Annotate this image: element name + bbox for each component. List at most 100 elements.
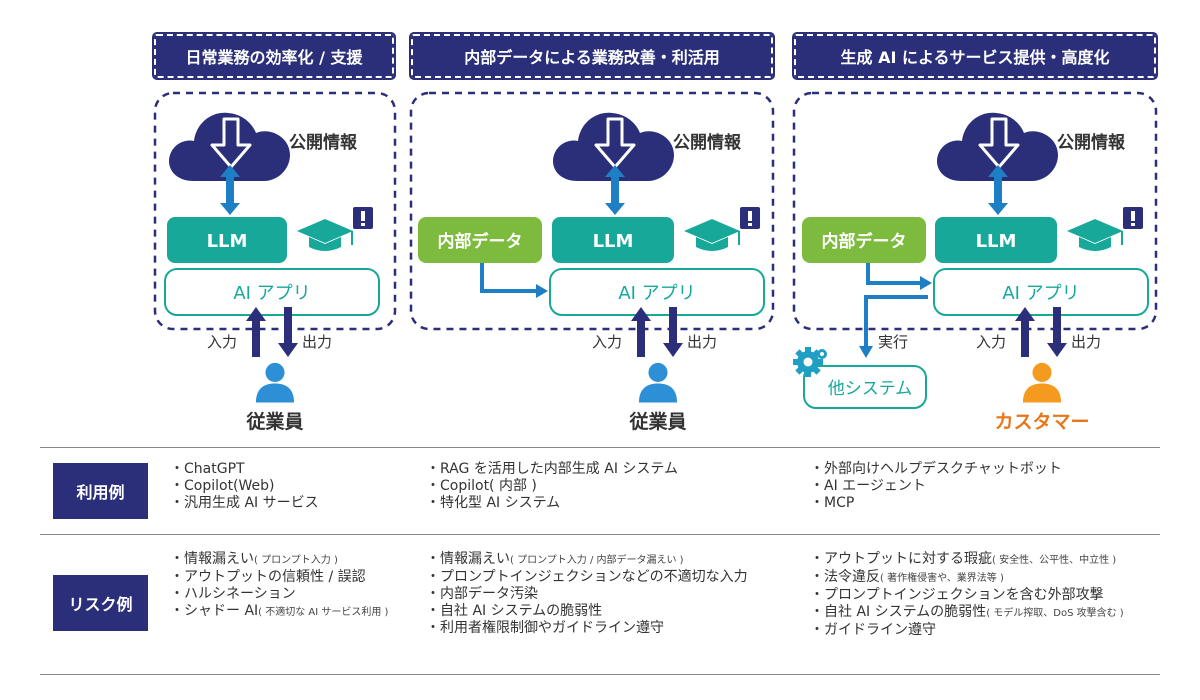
list-item: ・RAG を活用した内部生成 AI システム (426, 461, 678, 478)
list-item-note: ( モデル搾取、DoS 攻撃含む ) (986, 608, 1124, 619)
col1-llm-label: LLM (207, 231, 248, 252)
list-item-text: ・プロンプトインジェクションなどの不適切な入力 (426, 569, 748, 585)
risk-list-col2: ・情報漏えい( プロンプト入力 / 内部データ漏えい )・プロンプトインジェクシ… (426, 551, 748, 637)
col2-internal-data-box (418, 217, 542, 263)
risk-list-col3: ・アウトプットに対する瑕疵( 安全性、公平性、中立性 )・法令違反( 著作権侵害… (810, 551, 1124, 639)
header-col-3-label: 生成 AI によるサービス提供・高度化 (840, 48, 1110, 67)
list-item: ・プロンプトインジェクションなどの不適切な入力 (426, 569, 748, 586)
list-item: ・情報漏えい( プロンプト入力 ) (170, 551, 388, 569)
row-label-risk-text: リスク例 (68, 595, 133, 614)
col2-input-label: 入力 (592, 333, 622, 351)
list-item-text: ・ガイドライン遵守 (810, 622, 936, 638)
col3-internal-data-label: 内部データ (822, 231, 907, 252)
list-item: ・ハルシネーション (170, 586, 388, 603)
col2-employee-icon (638, 362, 678, 403)
col1-llm-box (167, 217, 287, 263)
col3-gear-icon (793, 347, 827, 377)
list-item: ・アウトプットに対する瑕疵( 安全性、公平性、中立性 ) (810, 551, 1124, 569)
list-item-text: ・シャドー AI (170, 603, 259, 619)
risk-list-col1: ・情報漏えい( プロンプト入力 )・アウトプットの信頼性 / 誤認・ハルシネーシ… (170, 551, 388, 621)
col3-input-label: 入力 (976, 333, 1006, 351)
list-item: ・内部データ汚染 (426, 586, 748, 603)
list-item-text: ・ハルシネーション (170, 586, 296, 602)
list-item: ・ガイドライン遵守 (810, 622, 1124, 639)
list-item-note: ( プロンプト入力 / 内部データ漏えい ) (510, 555, 684, 566)
header-col-2: 内部データによる業務改善・利活用 (409, 32, 775, 80)
col2-internal-data-arrowhead (536, 284, 548, 298)
list-item: ・AI エージェント (810, 478, 1062, 495)
col3-ai-app-box (933, 268, 1149, 316)
list-item-text: ・アウトプットの信頼性 / 誤認 (170, 569, 366, 585)
col3-graduation-cap-alert-icon (1067, 207, 1143, 251)
col1-public-info-label: 公開情報 (289, 132, 358, 153)
col3-user-label: カスタマー (994, 411, 1089, 433)
header-col-3: 生成 AI によるサービス提供・高度化 (792, 32, 1158, 80)
list-item-text: ・Copilot( 内部 ) (426, 478, 537, 494)
col1-user-label: 従業員 (245, 410, 303, 433)
col3-other-system-label: 他システム (828, 379, 913, 399)
list-item-text: ・アウトプットに対する瑕疵 (810, 551, 992, 567)
col2-ai-app-label: AI アプリ (618, 283, 695, 304)
col1-ai-app-box (164, 268, 380, 316)
col1-input-label: 入力 (207, 333, 237, 351)
col2-graduation-cap-alert-icon (684, 207, 760, 251)
usage-list-col3: ・外部向けヘルプデスクチャットボット・AI エージェント・MCP (810, 461, 1062, 512)
list-item-note: ( 不適切な AI サービス利用 ) (258, 607, 389, 618)
list-item-text: ・法令違反 (810, 569, 880, 585)
list-item-text: ・AI エージェント (810, 478, 926, 494)
col2-ai-app-box (549, 268, 765, 316)
list-item: ・自社 AI システムの脆弱性( モデル搾取、DoS 攻撃含む ) (810, 604, 1124, 622)
col3-llm-box (935, 217, 1057, 263)
list-item: ・Copilot( 内部 ) (426, 478, 678, 495)
divider-bottom (40, 674, 1160, 675)
col2-internal-data-label: 内部データ (438, 231, 523, 252)
list-item: ・汎用生成 AI サービス (170, 495, 319, 512)
col2-llm-label: LLM (593, 231, 634, 252)
list-item-text: ・内部データ汚染 (426, 586, 538, 602)
col3-execute-arrow (864, 295, 928, 346)
usage-list-col2: ・RAG を活用した内部生成 AI システム・Copilot( 内部 )・特化型… (426, 461, 678, 512)
col1-output-label: 出力 (302, 333, 332, 351)
col1-system-boundary (153, 91, 397, 331)
list-item-text: ・利用者権限制御やガイドライン遵守 (426, 620, 664, 636)
col3-internal-data-arrow (866, 263, 920, 285)
col1-ai-app-label: AI アプリ (233, 283, 310, 304)
col3-other-system-box (803, 365, 927, 409)
list-item-text: ・ChatGPT (170, 461, 245, 477)
list-item-note: ( 安全性、公平性、中立性 ) (992, 555, 1117, 566)
list-item: ・プロンプトインジェクションを含む外部攻撃 (810, 587, 1124, 604)
row-label-risk: リスク例 (53, 575, 148, 631)
list-item-text: ・情報漏えい (426, 551, 510, 567)
list-item: ・シャドー AI( 不適切な AI サービス利用 ) (170, 603, 388, 621)
list-item-text: ・MCP (810, 495, 855, 511)
list-item: ・Copilot(Web) (170, 478, 319, 495)
list-item-text: ・自社 AI システムの脆弱性 (426, 603, 603, 619)
col2-llm-box (552, 217, 674, 263)
list-item: ・自社 AI システムの脆弱性 (426, 603, 748, 620)
col3-output-label: 出力 (1071, 333, 1101, 351)
col3-customer-icon (1022, 362, 1062, 403)
list-item-text: ・情報漏えい (170, 551, 254, 567)
list-item: ・法令違反( 著作権侵害や、業界法等 ) (810, 569, 1124, 587)
divider-top (40, 447, 1160, 448)
list-item: ・情報漏えい( プロンプト入力 / 内部データ漏えい ) (426, 551, 748, 569)
col3-internal-data-box (802, 217, 926, 263)
header-col-1-label: 日常業務の効率化 / 支援 (185, 48, 363, 67)
list-item-text: ・自社 AI システムの脆弱性 (810, 604, 987, 620)
col3-execute-arrowhead (859, 346, 873, 358)
usage-list-col1: ・ChatGPT・Copilot(Web)・汎用生成 AI サービス (170, 461, 319, 512)
col2-system-boundary (409, 91, 775, 331)
col3-system-boundary (792, 91, 1158, 331)
header-col-1: 日常業務の効率化 / 支援 (152, 32, 396, 80)
list-item: ・MCP (810, 495, 1062, 512)
col2-public-info-label: 公開情報 (673, 132, 742, 153)
col3-ai-app-label: AI アプリ (1002, 283, 1079, 304)
row-label-usage-text: 利用例 (76, 483, 125, 502)
col1-graduation-cap-alert-icon (297, 207, 373, 251)
list-item-text: ・RAG を活用した内部生成 AI システム (426, 461, 678, 477)
list-item: ・アウトプットの信頼性 / 誤認 (170, 569, 388, 586)
list-item-note: ( プロンプト入力 ) (254, 555, 338, 566)
list-item: ・特化型 AI システム (426, 495, 678, 512)
col2-internal-data-arrow (480, 263, 536, 293)
list-item-text: ・Copilot(Web) (170, 478, 275, 494)
